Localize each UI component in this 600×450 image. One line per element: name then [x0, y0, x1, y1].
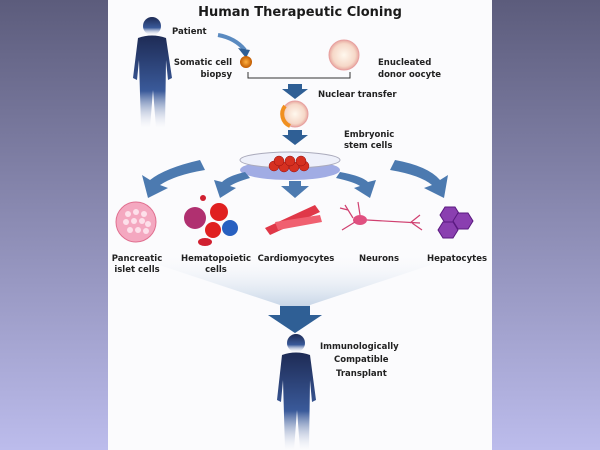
somatic-cell-label: Somatic cell — [174, 58, 232, 68]
hematopoietic-cells-icon — [184, 195, 238, 246]
neuron-icon — [339, 201, 423, 231]
patient-silhouette-icon — [133, 17, 172, 128]
arrow-icon — [214, 172, 250, 198]
bracket-line — [247, 72, 351, 79]
cell-type-label: cells — [205, 265, 227, 275]
esc-label-2: stem cells — [344, 141, 392, 151]
cell-type-label: Neurons — [359, 254, 399, 264]
diagram-title: Human Therapeutic Cloning — [198, 5, 402, 20]
arrow-down-icon — [282, 84, 308, 99]
arrow-icon — [390, 160, 448, 198]
arrow-icon — [217, 33, 247, 52]
patient-label: Patient — [172, 27, 207, 37]
nuclear-transfer-label: Nuclear transfer — [318, 90, 397, 100]
somatic-cell-icon — [240, 56, 252, 68]
cell-type-label: Hematopoietic — [181, 254, 251, 264]
arrow-head-icon — [238, 48, 250, 58]
petri-dish-icon — [239, 151, 341, 180]
oocyte-label-2: donor oocyte — [378, 70, 441, 80]
oocyte-icon — [328, 39, 360, 71]
esc-label: Embryonic — [344, 130, 394, 140]
transplant-label: Immunologically — [320, 342, 399, 352]
arrow-icon — [142, 160, 205, 198]
cell-type-label: Cardiomyocytes — [258, 254, 335, 264]
arrow-icon — [336, 172, 376, 198]
differentiation-arrows — [142, 160, 448, 198]
nucleus-icon — [280, 104, 291, 128]
somatic-cell-label-2: biopsy — [200, 70, 232, 80]
transplant-label-2: Compatible — [334, 355, 389, 365]
arrow-icon — [281, 181, 309, 198]
arrow-down-icon — [282, 130, 308, 145]
cardiomyocytes-icon — [265, 205, 322, 235]
pancreatic-islet-icon — [115, 201, 157, 243]
hepatocytes-icon — [437, 206, 474, 239]
oocyte-label: Enucleated — [378, 58, 431, 68]
recipient-silhouette-icon — [277, 334, 316, 450]
cell-type-label: Hepatocytes — [427, 254, 487, 264]
arrow-down-icon — [268, 306, 322, 333]
cell-type-label: Pancreatic — [112, 254, 163, 264]
transplant-label-3: Transplant — [336, 369, 387, 379]
cell-type-label: islet cells — [114, 265, 159, 275]
funnel-shape — [120, 252, 470, 333]
